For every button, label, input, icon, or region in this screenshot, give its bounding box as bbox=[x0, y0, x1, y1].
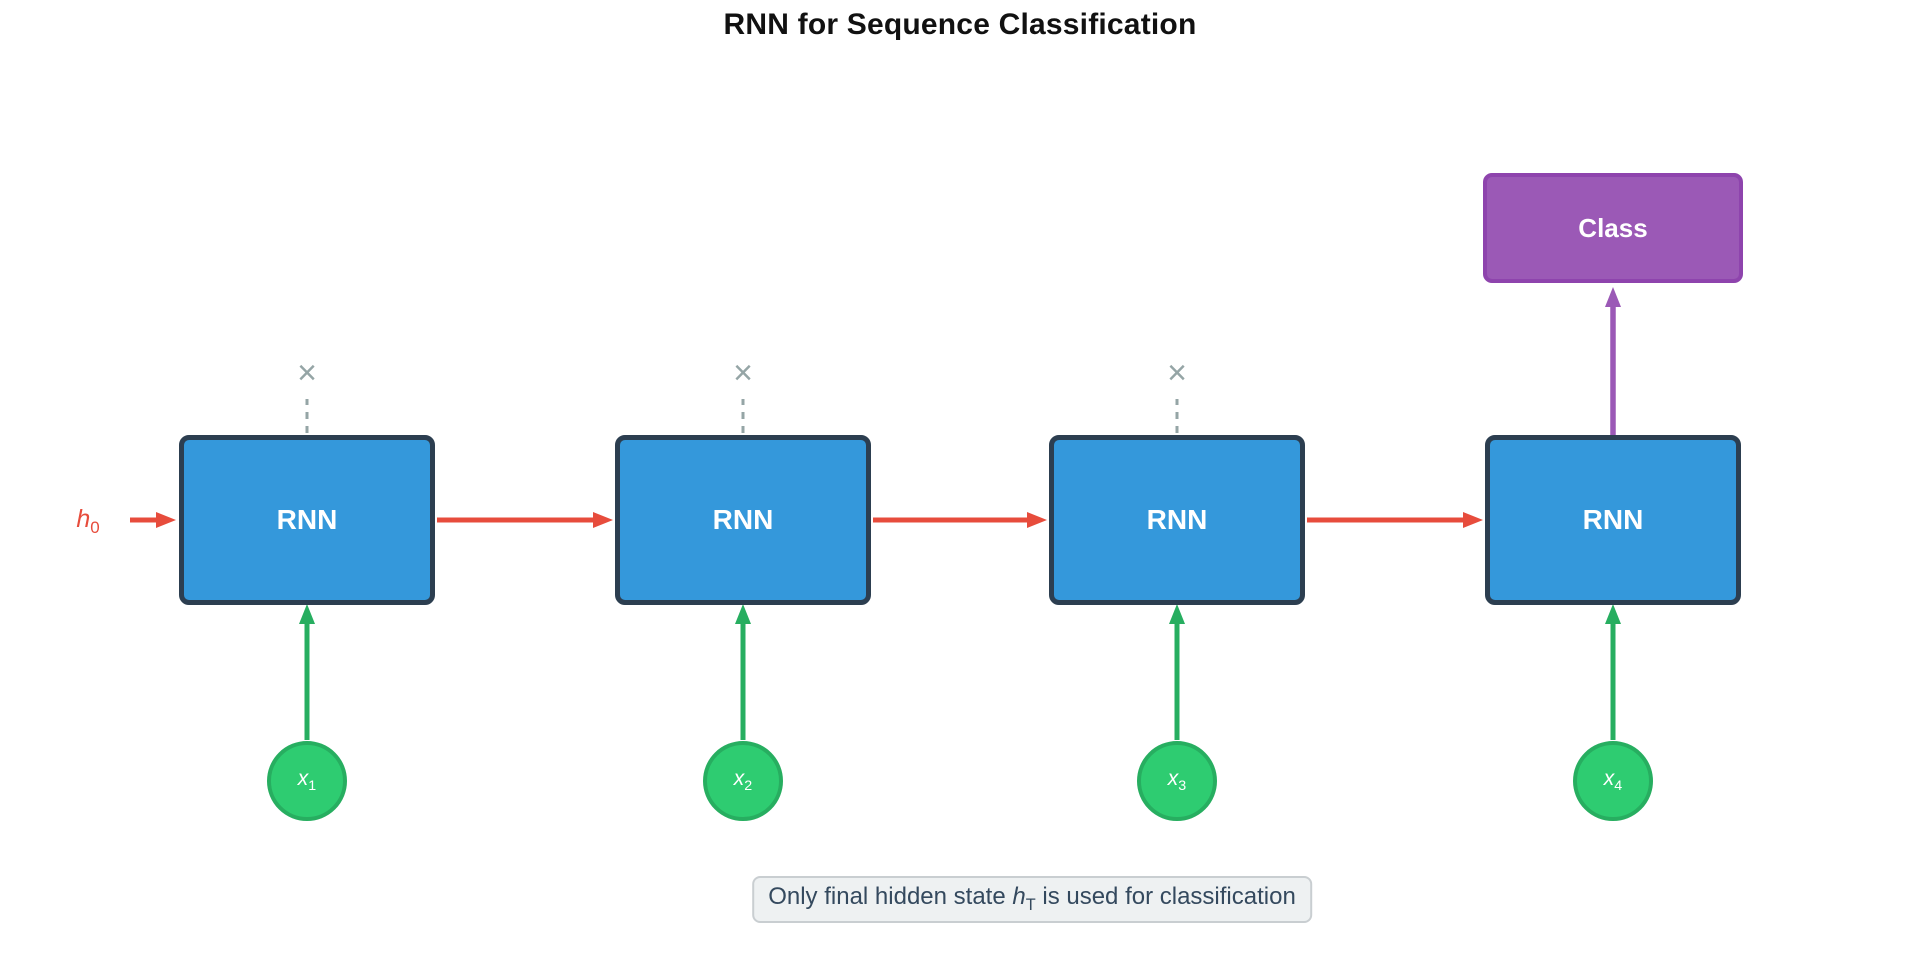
input-node-x2: x2 bbox=[703, 741, 783, 821]
input-node-x3: x3 bbox=[1137, 741, 1217, 821]
rnn-node-3: RNN bbox=[1049, 435, 1305, 605]
caption-prefix: Only final hidden state bbox=[768, 883, 1013, 910]
h0-sub: 0 bbox=[90, 518, 100, 537]
class-node-label: Class bbox=[1578, 212, 1648, 243]
rnn-node-label: RNN bbox=[1146, 504, 1208, 535]
rnn-node-4: RNN bbox=[1485, 435, 1741, 605]
unused-output-cross-icon: × bbox=[297, 354, 317, 392]
h0-var: h bbox=[76, 505, 91, 533]
rnn-node-2: RNN bbox=[615, 435, 871, 605]
input-node-label: x3 bbox=[1167, 767, 1187, 795]
input-node-x4: x4 bbox=[1573, 741, 1653, 821]
caption-variable: hT bbox=[1012, 883, 1036, 914]
rnn-node-label: RNN bbox=[712, 504, 774, 535]
input-node-label: x4 bbox=[1603, 767, 1623, 795]
caption-suffix: is used for classification bbox=[1035, 883, 1296, 910]
input-node-label: x1 bbox=[297, 767, 317, 795]
initial-hidden-state-label: h0 bbox=[58, 505, 118, 538]
caption-note: Only final hidden state hT is used for c… bbox=[752, 876, 1312, 923]
unused-output-cross-icon: × bbox=[1167, 354, 1187, 392]
class-output-node: Class bbox=[1483, 173, 1743, 283]
unused-output-cross-icon: × bbox=[733, 354, 753, 392]
rnn-node-label: RNN bbox=[1582, 504, 1644, 535]
diagram-title: RNN for Sequence Classification bbox=[723, 8, 1197, 41]
input-node-label: x2 bbox=[733, 767, 753, 795]
rnn-node-label: RNN bbox=[276, 504, 338, 535]
input-node-x1: x1 bbox=[267, 741, 347, 821]
rnn-node-1: RNN bbox=[179, 435, 435, 605]
